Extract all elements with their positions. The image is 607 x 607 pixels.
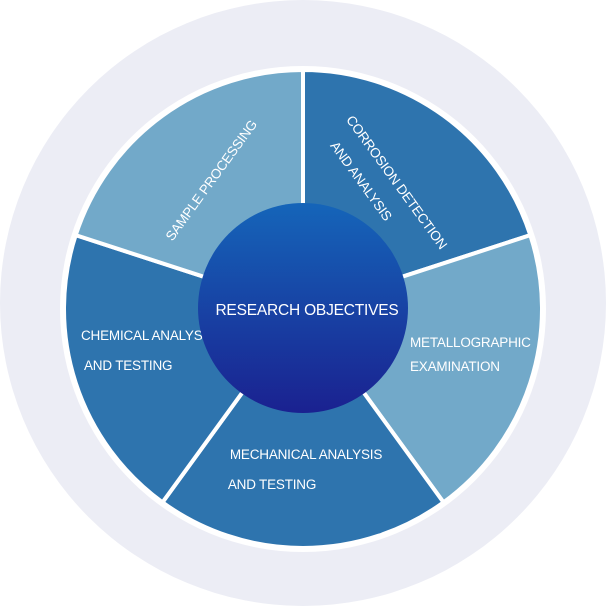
label-line: CHEMICAL ANALYS: [81, 328, 203, 343]
label-mechanical: MECHANICAL ANALYSIS AND TESTING: [228, 447, 383, 492]
center-title: RESEARCH OBJECTIVES: [215, 302, 398, 319]
label-line: EXAMINATION: [410, 359, 500, 374]
label-line: METALLOGRAPHIC: [410, 335, 531, 350]
label-line: MECHANICAL ANALYSIS: [230, 447, 382, 462]
label-metallographic: METALLOGRAPHIC EXAMINATION: [410, 335, 531, 374]
center-circle: [198, 203, 408, 413]
label-line: AND TESTING: [228, 477, 316, 492]
label-line: AND TESTING: [84, 358, 172, 373]
segment-mechanical: [160, 307, 446, 550]
label-chemical: CHEMICAL ANALYS AND TESTING: [81, 328, 203, 373]
